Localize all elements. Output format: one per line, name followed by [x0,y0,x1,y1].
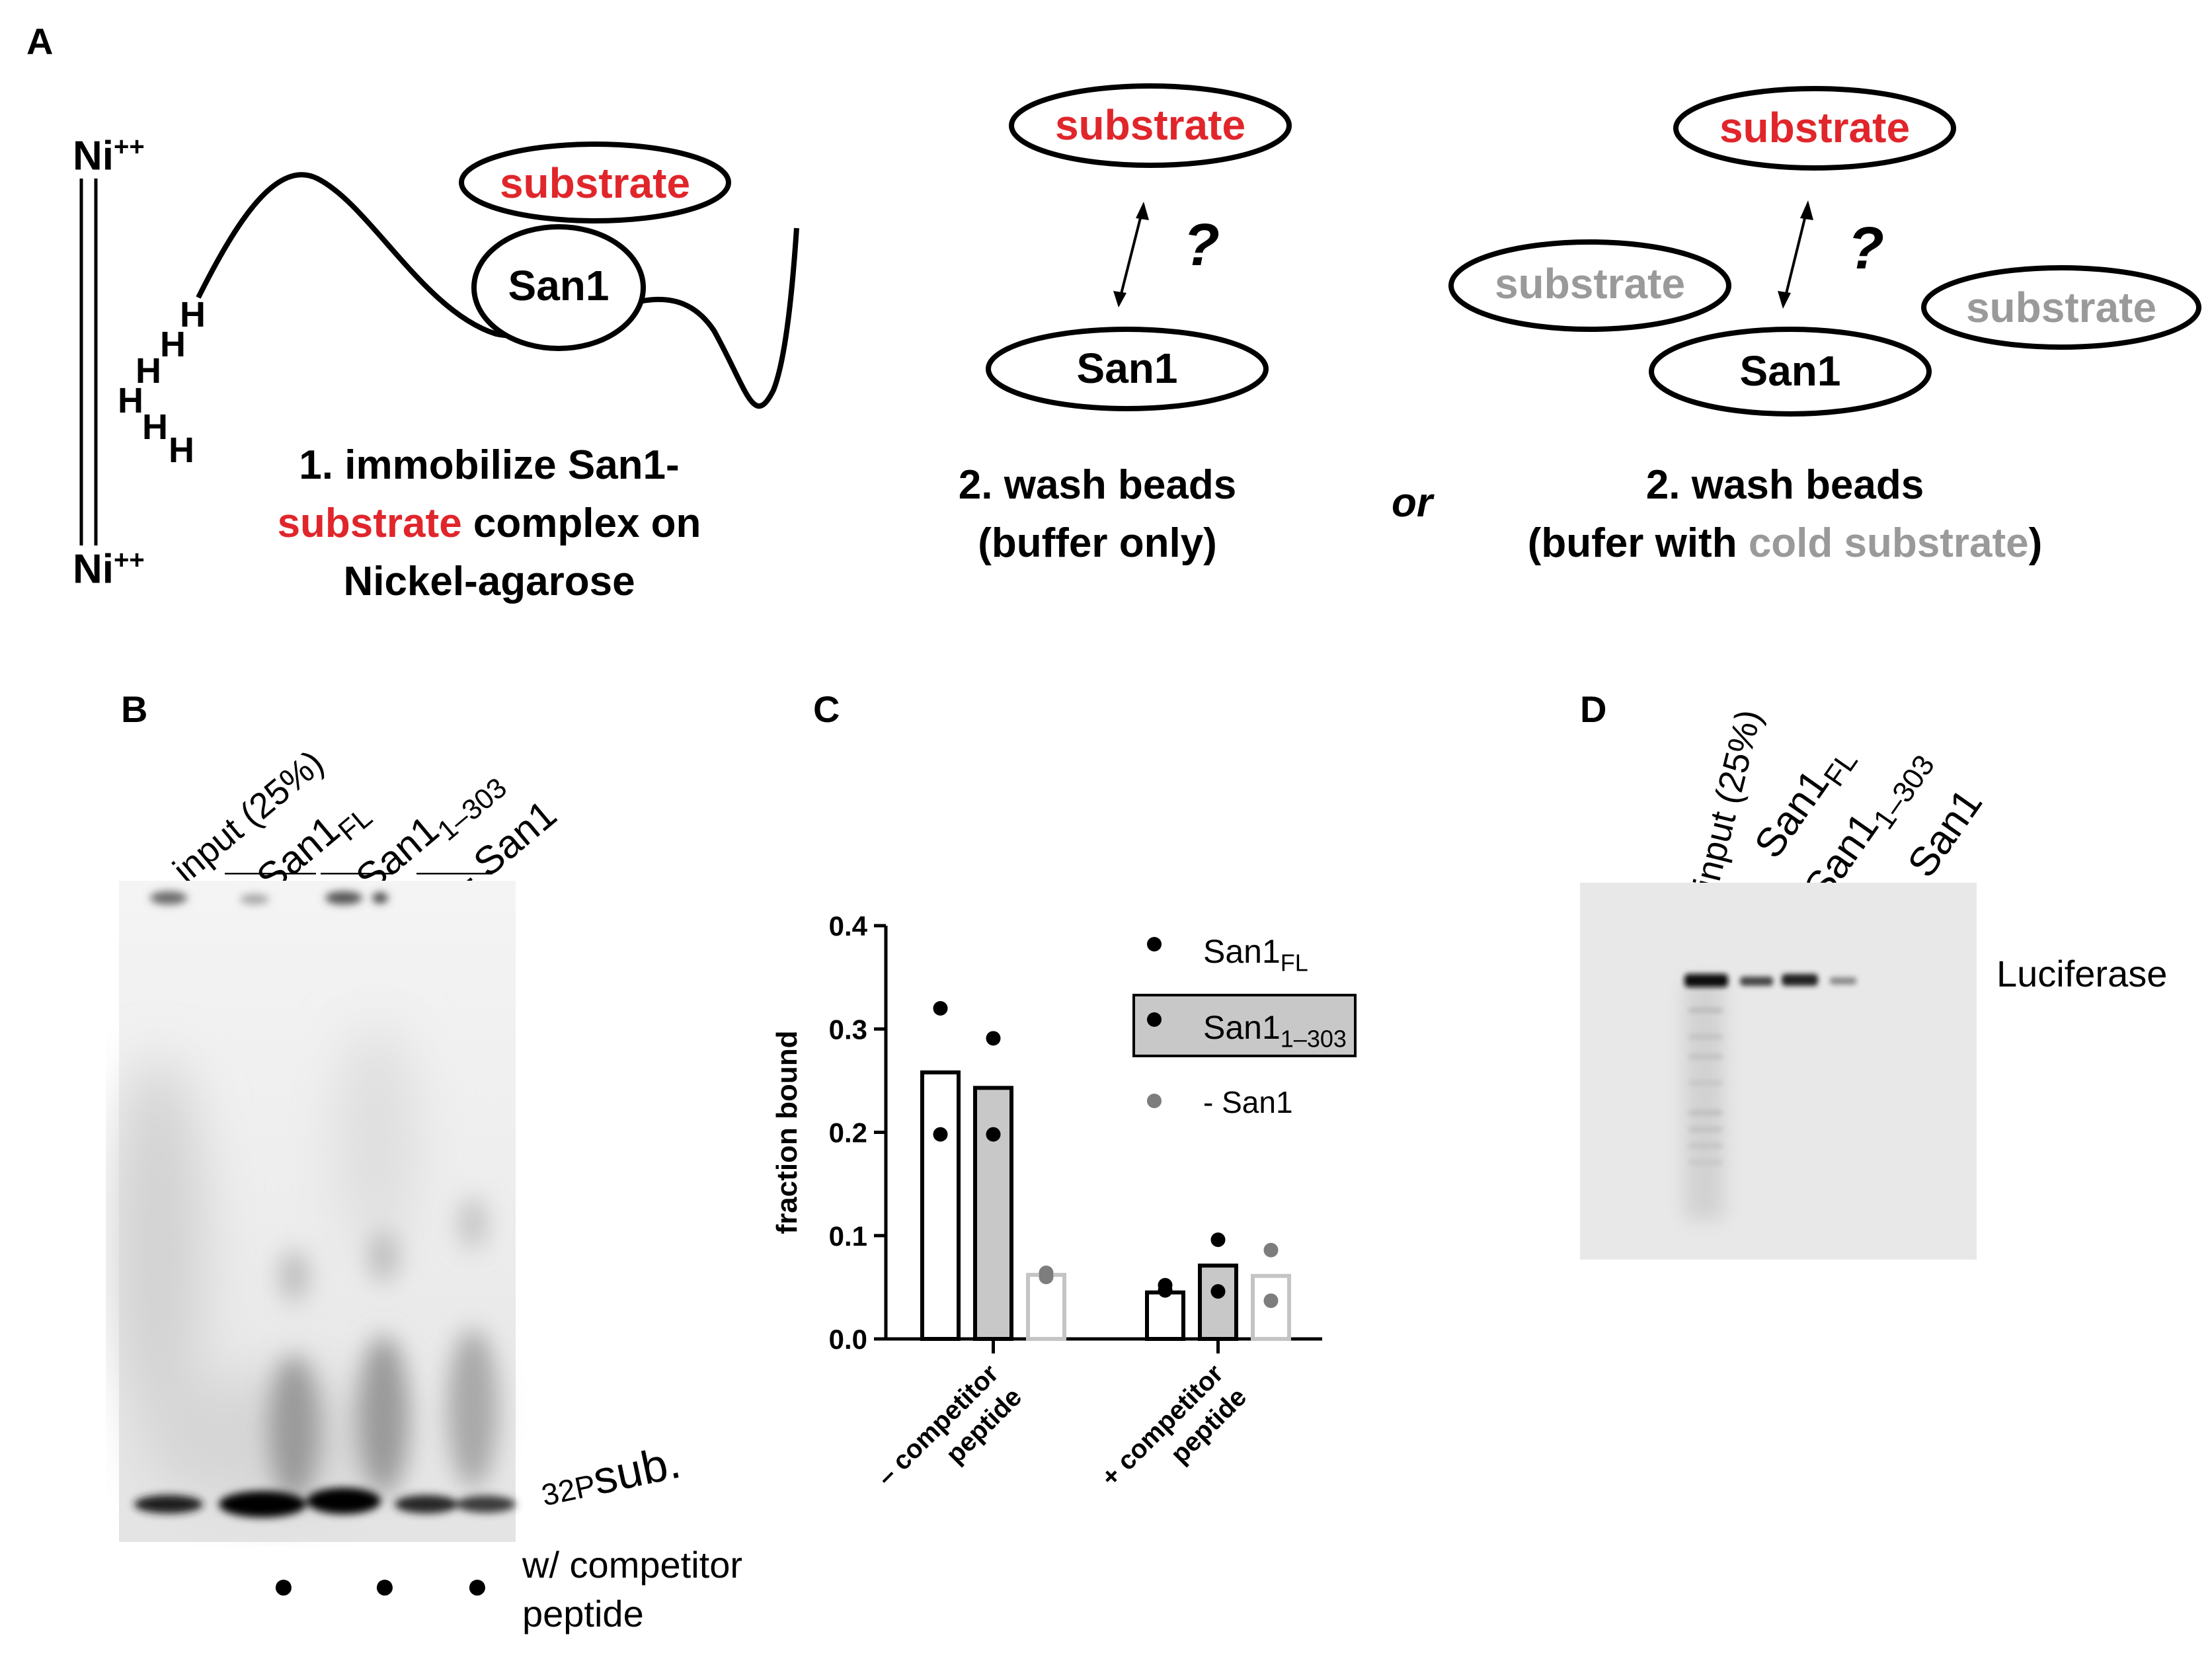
competitor-mark-2: ● [374,1564,396,1606]
point-0-1-1 [986,1127,1001,1142]
panel-c-chart: 0.0 0.1 0.2 0.3 0.4 fraction bound – competito… [771,910,1357,1515]
substrate-band-1 [134,1495,203,1513]
bar-0-2 [1026,1273,1066,1341]
panel-b-letter: B [121,688,148,730]
competitor-mark-1: ● [272,1564,295,1606]
san1-label-cold: San1 [1739,347,1841,395]
substrate-label-bound: substrate [499,159,691,207]
luciferase-label: Luciferase [1996,953,2168,994]
panel-a-schematic [79,83,2201,545]
question-mark-buffer: ? [1183,212,1220,278]
point-1-1-1 [1210,1284,1226,1299]
y-axis-label: fraction bound [771,1031,803,1234]
legend-box-san1-trunc [1132,994,1357,1057]
cold-substrate-label-left: substrate [1494,260,1686,307]
substrate-band-5 [456,1496,516,1513]
panel-d-letter: D [1580,688,1607,730]
well-band-2 [240,894,269,905]
blot-background [1580,883,1977,1260]
panel-d-blot [1580,883,1977,1260]
bar-0-0 [920,1070,961,1341]
substrate-label-cold: substrate [1719,104,1911,151]
luciferase-band-trunc [1782,974,1818,986]
point-0-0-1 [933,1127,948,1142]
his-tag-h4: H [118,381,143,421]
smear-lane2 [269,1355,319,1501]
luciferase-band-input [1684,974,1728,987]
legend-marker-san1-trunc [1147,1012,1162,1027]
point-1-0-1 [1158,1283,1173,1298]
point-0-1-0 [986,1031,1001,1046]
san1-label-buffer: San1 [1076,344,1178,392]
point-1-2-0 [1263,1242,1279,1258]
his-tag-h3: H [136,351,161,391]
bar-1-2 [1251,1273,1291,1341]
cold-substrate-ellipse-left [1448,239,1731,332]
cold-substrate-label-right: substrate [1965,284,2157,331]
bar-1-1 [1198,1264,1238,1341]
legend-item-minus-san1: - San1 [1203,1085,1293,1119]
cold-substrate-ellipse-right [1921,265,2201,350]
bar-0-1 [973,1086,1013,1341]
y-tick-label: 0.1 [829,1221,867,1252]
substrate-ellipse-cold [1673,86,1956,171]
ni-label-top: Ni++ [73,132,145,179]
his-tag-h5: H [142,407,168,447]
step1-caption: 1. immobilize San1- substrate complex on… [277,442,701,604]
band-label-32p-sub: 32Psub. [538,1435,685,1513]
competitor-caption: w/ competitor peptide [522,1544,742,1634]
point-1-1-0 [1210,1232,1226,1247]
or-label: or [1392,480,1433,526]
substrate-label-buffer: substrate [1054,101,1246,149]
legend-marker-san1-fl [1147,937,1162,951]
y-tick-label: 0.3 [829,1014,867,1045]
y-tick-label: 0.0 [829,1324,867,1355]
substrate-band-4 [395,1495,458,1513]
point-1-2-1 [1263,1293,1279,1309]
x-group-label: + competitorpeptide [1095,1359,1252,1515]
substrate-ellipse-buffer [1009,83,1292,168]
ni-label-bottom: Ni++ [73,545,145,592]
substrate-ellipse-bound [459,141,731,223]
smear-lane4 [448,1329,498,1488]
san1-ellipse-buffer [986,327,1269,411]
point-0-2-1 [1039,1270,1054,1285]
legend-marker-minus-san1 [1147,1094,1162,1108]
bar-1-0 [1145,1290,1185,1341]
luciferase-band-minus [1830,977,1856,985]
his-tag-h6: H [169,430,194,470]
legend-item-san1-trunc: San11–303 [1203,1009,1347,1053]
san1-label-bound: San1 [508,262,610,309]
x-group-label: – competitorpeptide [871,1359,1027,1515]
y-tick-label: 0.4 [829,910,868,942]
well-band-1 [150,891,187,905]
panel-a-letter: A [26,20,54,62]
equilibrium-arrow-cold [1782,204,1809,305]
step2-buffer-caption: 2. wash beads (buffer only) [958,462,1237,566]
luciferase-band-fl [1740,977,1773,986]
smear-lane3 [358,1336,409,1494]
his-tag-h1: H [180,295,206,335]
question-mark-cold: ? [1848,216,1884,282]
panel-c-letter: C [813,688,840,730]
y-tick-label: 0.2 [829,1117,867,1149]
competitor-mark-3: ● [466,1564,489,1606]
legend-item-san1-fl: San1FL [1203,933,1308,977]
his-tag-h2: H [160,325,186,364]
step2-cold-caption: 2. wash beads (bufer with cold substrate… [1527,462,2043,566]
san1-ellipse-cold [1649,327,1932,417]
equilibrium-arrow-buffer [1117,204,1145,305]
san1-ellipse-bound [471,224,646,351]
d-lane-label-input: input (25%) [1686,706,1769,893]
panel-b-gel [112,873,516,1542]
well-band-3 [325,891,362,905]
point-0-0-0 [933,1001,948,1016]
substrate-band-2 [219,1491,306,1517]
substrate-band-3 [307,1488,381,1514]
